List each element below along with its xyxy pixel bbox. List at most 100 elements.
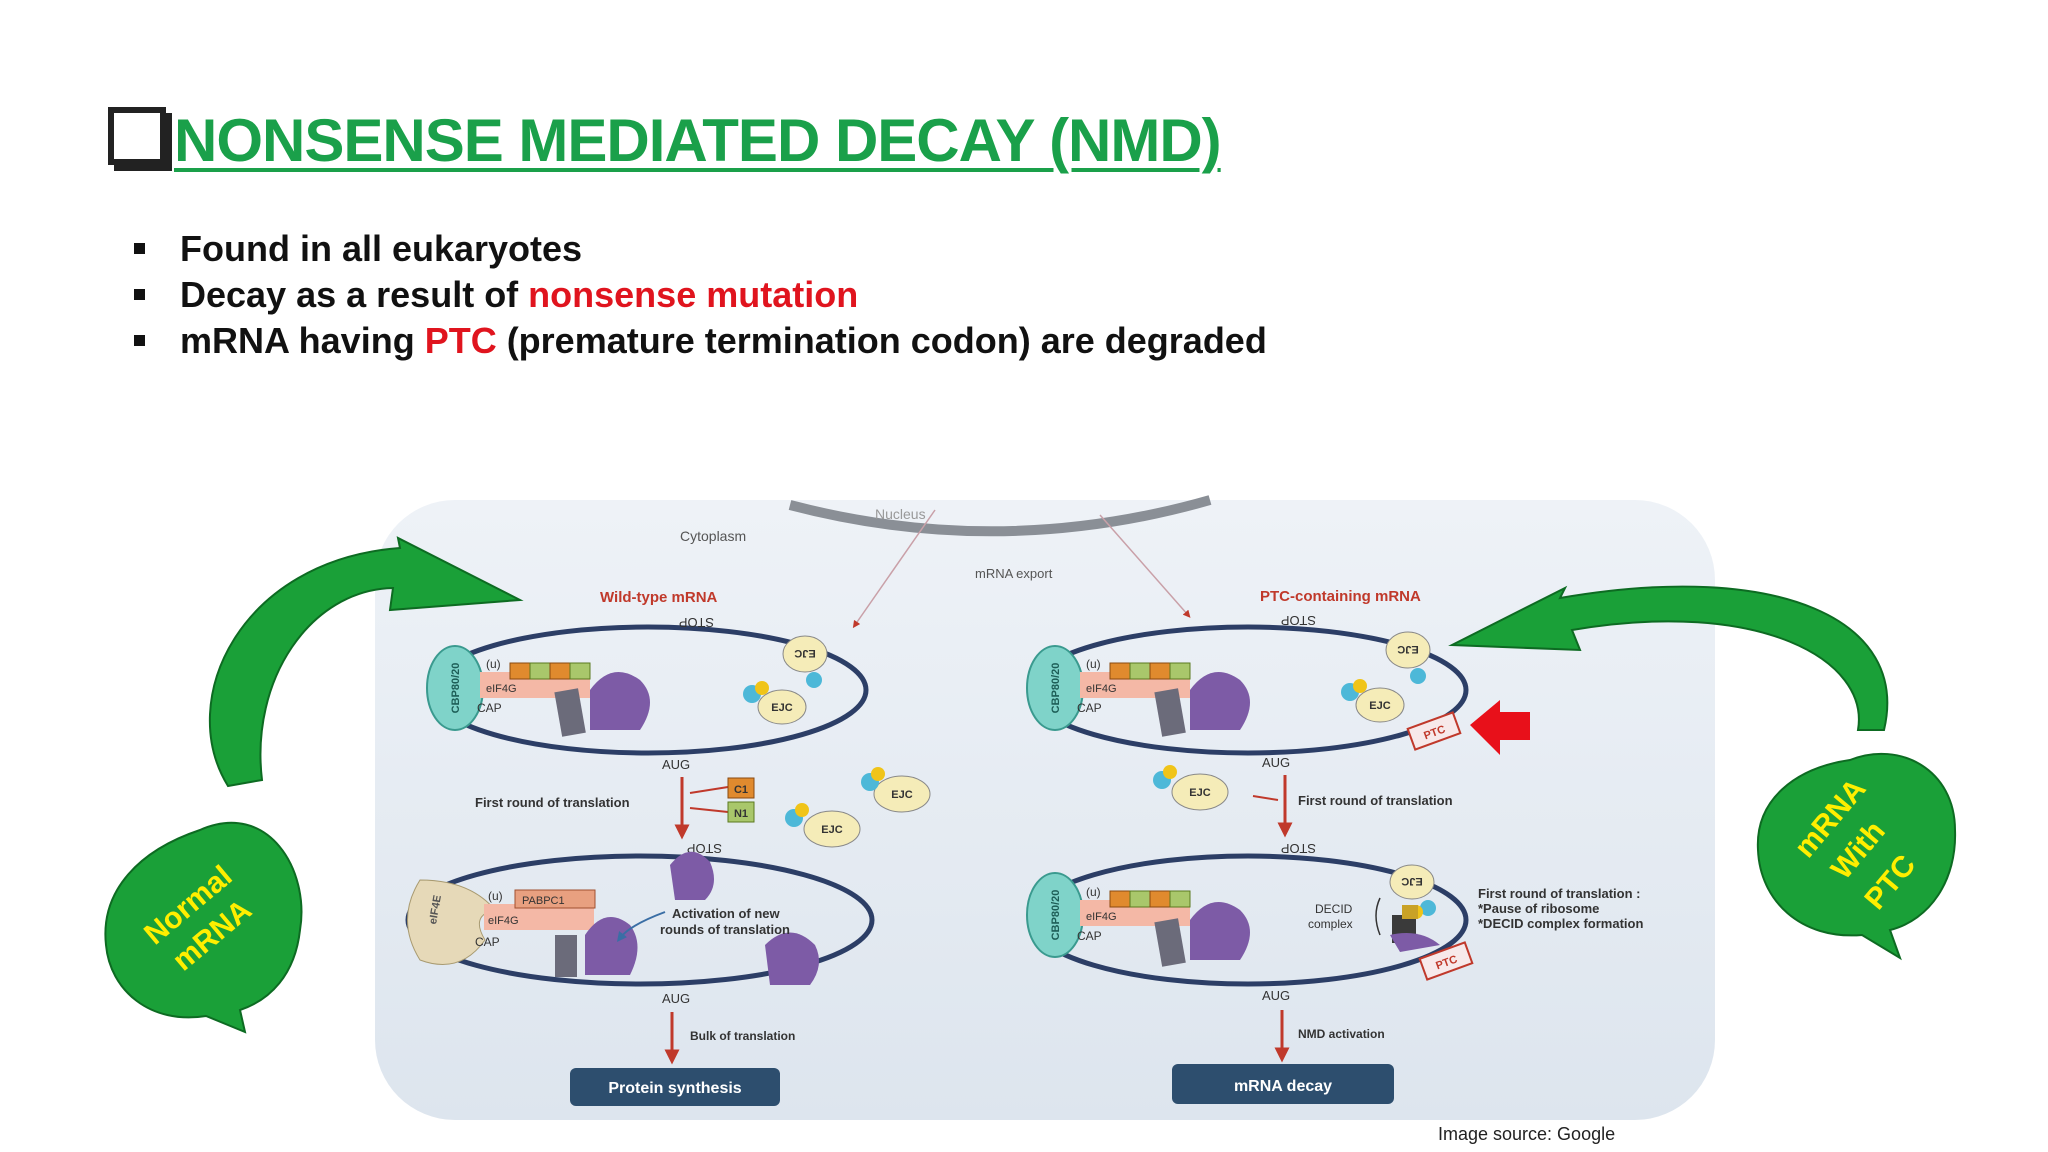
ribosome-subunit xyxy=(1390,932,1440,952)
eif4e-label: eIF4E xyxy=(427,894,444,925)
n1-box xyxy=(1169,890,1191,908)
ejc-label: EJC xyxy=(1189,787,1210,799)
c1-box xyxy=(1149,890,1171,908)
mrna-decay-label: mRNA decay xyxy=(1234,1078,1332,1095)
stop-label: STOP xyxy=(687,841,722,856)
ejc-protein xyxy=(782,635,828,673)
ptc-containing-label: PTC-containing mRNA xyxy=(1260,588,1421,605)
n1-box xyxy=(529,662,551,680)
trna-complex xyxy=(554,688,586,737)
green-curved-arrow-left xyxy=(208,536,524,788)
eif4e-protein xyxy=(407,879,496,965)
aug-label: AUG xyxy=(1262,988,1290,1003)
wild-type-mrna-top: STOP CBP80/20 (u) eIF4G CAP EJC EJC AUG xyxy=(426,615,869,772)
decid-formation-label: *DECID complex formation xyxy=(1478,916,1643,931)
nmd-activation-label: NMD activation xyxy=(1298,1027,1385,1041)
trna-complex xyxy=(1154,688,1186,737)
ptc-mrna-top: STOP CBP80/20 (u) eIF4G CAP EJC EJC PTC … xyxy=(1026,613,1469,770)
cbp-label: CBP80/20 xyxy=(450,663,462,714)
protein-synthesis-label: Protein synthesis xyxy=(608,1080,741,1097)
checkbox-bullet-icon xyxy=(108,107,166,165)
n1-box xyxy=(1169,662,1191,680)
export-line-right xyxy=(1099,514,1191,618)
flow-tick xyxy=(689,786,729,794)
red-pointer-arrow xyxy=(1470,700,1530,755)
activation-label: Activation of new xyxy=(672,906,781,921)
mrna-decay-box xyxy=(1172,1064,1394,1104)
ejc-protein xyxy=(1171,773,1229,811)
ribosome-subunit xyxy=(585,917,638,975)
aug-label: AUG xyxy=(1262,755,1290,770)
u-label: (u) xyxy=(486,657,501,671)
decid-complex xyxy=(1402,905,1418,919)
ejc-subunit xyxy=(755,681,769,695)
ribosome-subunit xyxy=(765,932,819,985)
cap-label: CAP xyxy=(477,701,502,715)
c1-box xyxy=(1149,662,1171,680)
ejc-protein xyxy=(1389,864,1435,900)
ejc-protein xyxy=(873,775,931,813)
ribosome-subunit xyxy=(590,672,650,730)
ejc-protein xyxy=(757,689,807,725)
image-source: Image source: Google xyxy=(1438,1124,1616,1144)
eif4g-label: eIF4G xyxy=(1086,911,1117,923)
trna-complex xyxy=(1154,918,1186,967)
n1-box xyxy=(569,662,591,680)
u-label: (u) xyxy=(1086,657,1101,671)
callout-bubble xyxy=(104,822,303,1034)
slide-title: NONSENSE MEDIATED DECAY (NMD) xyxy=(174,106,1222,174)
callout-bubble xyxy=(1756,752,1957,961)
ejc-subunit xyxy=(806,672,822,688)
pabpc1-label: PABPC1 xyxy=(522,895,565,907)
protein-synthesis-box xyxy=(570,1068,780,1106)
n1-box xyxy=(727,801,755,823)
decid-label: DECID xyxy=(1315,902,1353,916)
cap-label: CAP xyxy=(475,935,500,949)
diagram-background xyxy=(375,500,1715,1120)
ejc-label: EJC xyxy=(1397,643,1418,655)
wild-type-mrna-bottom: STOP eIF4E (u) eIF4G CAP PABPC1 Activati… xyxy=(405,841,875,1006)
bullet-item: mRNA having PTC (premature termination c… xyxy=(130,318,1267,364)
eif4g-label: eIF4G xyxy=(1086,683,1117,695)
ejc-protein xyxy=(803,810,861,848)
export-line-left xyxy=(852,509,936,629)
ejc-subunit xyxy=(871,767,885,781)
title-row: NONSENSE MEDIATED DECAY (NMD) xyxy=(108,100,1222,180)
cbp-label: CBP80/20 xyxy=(1050,890,1062,941)
u-label: (u) xyxy=(1086,885,1101,899)
nucleus-membrane xyxy=(788,495,1212,537)
ejc-subunit xyxy=(1163,765,1177,779)
green-curved-arrow-right xyxy=(1448,585,1889,731)
stop-label: STOP xyxy=(1281,613,1316,628)
ptc-box xyxy=(1406,711,1462,751)
ribosome-subunit xyxy=(670,851,714,900)
activation-label: rounds of translation xyxy=(660,922,790,937)
cbp-label: CBP80/20 xyxy=(1050,663,1062,714)
stop-label: STOP xyxy=(1281,841,1316,856)
nucleus-label: Nucleus xyxy=(875,506,926,522)
bullet-list: Found in all eukaryotes Decay as a resul… xyxy=(130,226,1267,364)
first-round-label: First round of translation xyxy=(475,795,630,810)
ejc-label: EJC xyxy=(1401,875,1422,887)
flow-tick xyxy=(1252,795,1279,801)
ejc-label: EJC xyxy=(821,824,842,836)
mrna-export-label: mRNA export xyxy=(975,566,1053,581)
pause-label: *Pause of ribosome xyxy=(1478,901,1599,916)
pabpc1-protein xyxy=(514,889,596,909)
cap-label: CAP xyxy=(1077,929,1102,943)
eif4g-label: eIF4G xyxy=(488,915,519,927)
c1-box xyxy=(727,777,755,799)
stop-label: STOP xyxy=(679,615,714,630)
ejc-subunit xyxy=(795,803,809,817)
ejc-protein xyxy=(1355,687,1405,723)
ribosome-subunit xyxy=(1190,902,1250,960)
decid-label: complex xyxy=(1308,917,1353,931)
bullet-item: Found in all eukaryotes xyxy=(130,226,1267,272)
cap-label: CAP xyxy=(1077,701,1102,715)
n1-label: N1 xyxy=(734,808,748,820)
normal-mrna-callout: Normal mRNA xyxy=(104,822,303,1034)
ejc-protein xyxy=(1385,631,1431,669)
n1-box xyxy=(1129,890,1151,908)
